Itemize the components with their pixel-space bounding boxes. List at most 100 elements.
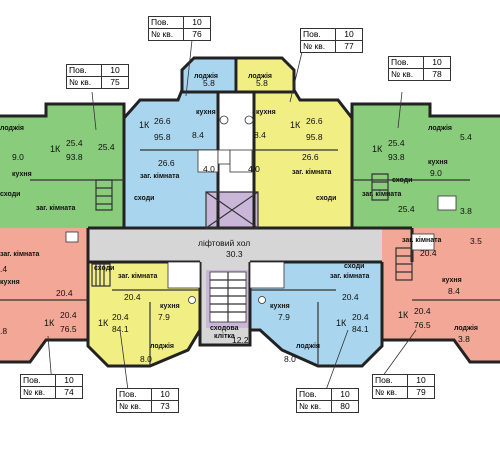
floor-label: Пов. [303, 29, 321, 39]
apt-73-loggia-area: 8.0 [140, 354, 152, 364]
loggia-78-label: лоджія [428, 124, 452, 132]
floor-value: 10 [331, 389, 358, 400]
apt-76-kitchen-area: 8.4 [192, 130, 204, 140]
apt-78-living-label: заг. кімната [362, 190, 402, 198]
apt-74-living-label: заг. кімната [0, 250, 40, 258]
apt-74-total-area: 76.5 [60, 324, 77, 334]
floor-label: Пов. [69, 65, 87, 75]
apt-73-total-area: 84.1 [112, 324, 129, 334]
apt-78-kitchen-area: 9.0 [430, 168, 442, 178]
apt-73-living-label: заг. кімната [118, 272, 158, 280]
apt-74-living-area: 20.4 [60, 310, 77, 320]
apartment-tag-73: Пов.10 № кв.73 [116, 388, 179, 413]
bathroom-fixtures [65, 115, 457, 304]
lift-hall-area: 30.3 [226, 249, 243, 259]
apt-number: 80 [331, 401, 358, 412]
apt-number: 79 [407, 387, 434, 398]
floor-value: 10 [101, 65, 128, 76]
apt-74-rooms: 1К [44, 318, 55, 328]
apt-number: 73 [151, 401, 178, 412]
apartment-tag-80: Пов. 10 № кв. 80 [296, 388, 359, 413]
apt-number: 76 [183, 29, 210, 40]
apt-label: № кв. [391, 69, 414, 79]
apt-80-living-label: заг. кімната [330, 272, 370, 280]
apartment-tag-77: Пов. 10 № кв. 77 [300, 28, 363, 53]
apt-80-loggia-area: 8.0 [284, 354, 296, 364]
stairwell-label-2: клітка [214, 332, 235, 340]
loggia-77-label: лоджія [248, 72, 272, 80]
floor-value: 10 [335, 29, 362, 40]
apt-76-living-area: 26.6 [154, 116, 171, 126]
apt-number: 74 [55, 387, 82, 398]
stairwell-area: 12.2 [232, 335, 249, 345]
apartment-74-zone [0, 228, 88, 362]
apt-73-living-area: 20.4 [112, 312, 129, 322]
apt-78-total-area: 93.8 [388, 152, 405, 162]
floor-value: 10 [183, 17, 210, 28]
apt-76-total-area: 95.8 [154, 132, 171, 142]
apt-80-kitchen-label: кухня [270, 303, 290, 310]
apt-80-stairs-label: сходи [344, 263, 364, 270]
apt-78-room-area: 25.4 [398, 204, 415, 214]
apt-76-kitchen-label: кухня [196, 109, 216, 116]
apt-75-room-area: 25.4 [98, 142, 115, 152]
apartment-75-zone [0, 104, 124, 228]
floor-label: Пов. [375, 375, 393, 385]
loggia-78-area: 5.4 [460, 132, 472, 142]
apt-75-total-area: 93.8 [66, 152, 83, 162]
apt-79-rooms: 1К [398, 310, 409, 320]
apt-80-total-area: 84.1 [352, 324, 369, 334]
apt-label: № кв. [151, 29, 174, 39]
apartment-76-zone [124, 90, 218, 228]
apt-number: 75 [101, 77, 128, 88]
floor-label: Пов. [119, 389, 137, 399]
apt-75-kitchen-area: 9.0 [12, 152, 24, 162]
apt-75-living-area: 25.4 [66, 138, 83, 148]
apt-75-kitchen-label: кухня [12, 171, 32, 178]
apt-79-total-area: 76.5 [414, 320, 431, 330]
floor-label: Пов. [23, 375, 41, 385]
apt-76-rooms: 1К [139, 120, 150, 130]
apt-75-stairs-label: сходи [0, 191, 20, 198]
apt-74-room-area: 20.4 [56, 288, 73, 298]
apt-80-room-area: 20.4 [342, 292, 359, 302]
apt-79-loggia-label: лоджія [454, 324, 478, 332]
apt-78-rooms: 1К [372, 144, 383, 154]
loggia-76-area: 5.8 [203, 78, 215, 88]
apt-77-room-area: 26.6 [302, 152, 319, 162]
walls [0, 56, 500, 368]
apt-number: 77 [335, 41, 362, 52]
apt-79-bath-area: 3.5 [470, 236, 482, 246]
apt-label: № кв. [375, 387, 398, 397]
apt-79-loggia-area: 3.8 [458, 334, 470, 344]
apartment-tag-76: Пов.10 № кв.76 [148, 16, 211, 41]
apt-73-loggia-label: лоджія [150, 342, 174, 350]
apt-label: № кв. [303, 41, 326, 51]
apt-76-living-label: заг. кімната [140, 172, 180, 180]
apt-77-kitchen-label: кухня [256, 109, 276, 116]
loggia-76-zone [182, 58, 236, 92]
apt-73-room-area: 20.4 [124, 292, 141, 302]
apt-77-living-label: заг. кімната [292, 168, 332, 176]
apt-76-stairs-label: сходи [134, 195, 154, 202]
apt-label: № кв. [69, 77, 92, 87]
apt-label: № кв. [299, 401, 322, 411]
apt-79-living-label: заг. кімната [402, 236, 442, 244]
apartment-tag-75: Пов. 10 № кв. 75 [66, 64, 129, 89]
apt-number: 78 [423, 69, 450, 80]
stairwell-label-1: сходова [210, 325, 239, 332]
apt-80-loggia-label: лоджія [296, 342, 320, 350]
loggia-76-label: лоджія [194, 72, 218, 80]
floor-label: Пов. [299, 389, 317, 399]
apartment-tag-74: Пов.10 № кв.74 [20, 374, 83, 399]
apt-80-living-area: 20.4 [352, 312, 369, 322]
floor-value: 10 [407, 375, 434, 386]
apt-77-rooms: 1К [290, 120, 301, 130]
apartment-tag-79: Пов. 10 № кв. 79 [372, 374, 435, 399]
loggia-77-area: 5.8 [256, 78, 268, 88]
apt-79-living-area: 20.4 [414, 306, 431, 316]
apt-78-stairs-label: сходи [392, 177, 412, 184]
apartment-78-zone [352, 104, 500, 228]
apt-79-kitchen-label: кухня [442, 277, 462, 284]
